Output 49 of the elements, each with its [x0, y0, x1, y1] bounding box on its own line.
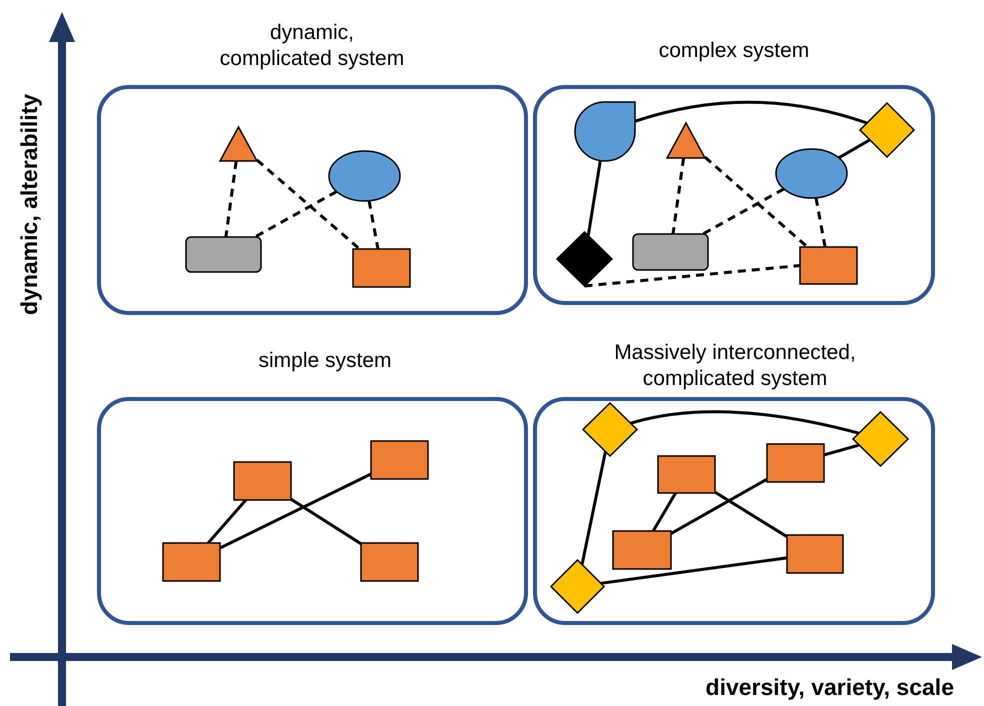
dashed-connector: [704, 156, 808, 248]
panel-heading: complex system: [658, 38, 810, 64]
dashed-connector: [254, 190, 338, 238]
connector-line: [219, 472, 372, 550]
connector-line: [670, 478, 768, 535]
rectangle-shape: [658, 456, 715, 493]
dashed-connector: [256, 158, 361, 250]
panel-heading: simple system: [257, 348, 393, 374]
connector-line: [630, 410, 860, 435]
connector-line: [714, 490, 788, 538]
teardrop-shape: [575, 102, 635, 161]
rectangle-shape: [361, 543, 418, 581]
connector-line: [838, 138, 871, 160]
connector-line: [652, 492, 677, 532]
dashed-connector: [814, 198, 827, 248]
rectangle-shape: [234, 462, 291, 500]
connector-line: [600, 556, 788, 585]
rectangle-shape: [767, 444, 824, 482]
rectangle-shape: [163, 543, 220, 581]
connector-line: [290, 498, 362, 546]
connector-line: [586, 160, 602, 236]
axis-title: diversity, variety, scale: [706, 674, 954, 701]
axis-title: dynamic, alterability: [16, 94, 43, 315]
connector-line: [824, 444, 860, 456]
dashed-connector: [368, 200, 380, 250]
diamond-shape: [583, 403, 637, 456]
dashed-connector: [672, 158, 686, 234]
rectangle-shape: [633, 234, 708, 270]
ellipse-shape: [776, 149, 847, 198]
rectangle-shape: [186, 237, 261, 272]
dashed-connector: [224, 160, 238, 238]
diamond-shape: [557, 232, 612, 286]
connector-line: [207, 499, 247, 544]
dashed-connector: [584, 264, 800, 288]
connector-line: [580, 451, 607, 565]
rectangle-shape: [613, 531, 671, 569]
rectangle-shape: [787, 535, 843, 573]
diamond-shape: [853, 412, 908, 466]
ellipse-shape: [329, 151, 400, 201]
panel-heading: dynamic, complicated system: [218, 20, 406, 72]
diamond-shape: [551, 560, 604, 613]
rectangle-shape: [353, 249, 410, 287]
dashed-connector: [702, 188, 785, 236]
triangle-shape: [667, 123, 705, 158]
panel-heading: Massively interconnected, complicated system: [613, 340, 857, 392]
triangle-shape: [220, 127, 257, 161]
rectangle-shape: [371, 441, 428, 479]
diamond-shape: [860, 103, 914, 157]
rectangle-shape: [800, 247, 857, 284]
